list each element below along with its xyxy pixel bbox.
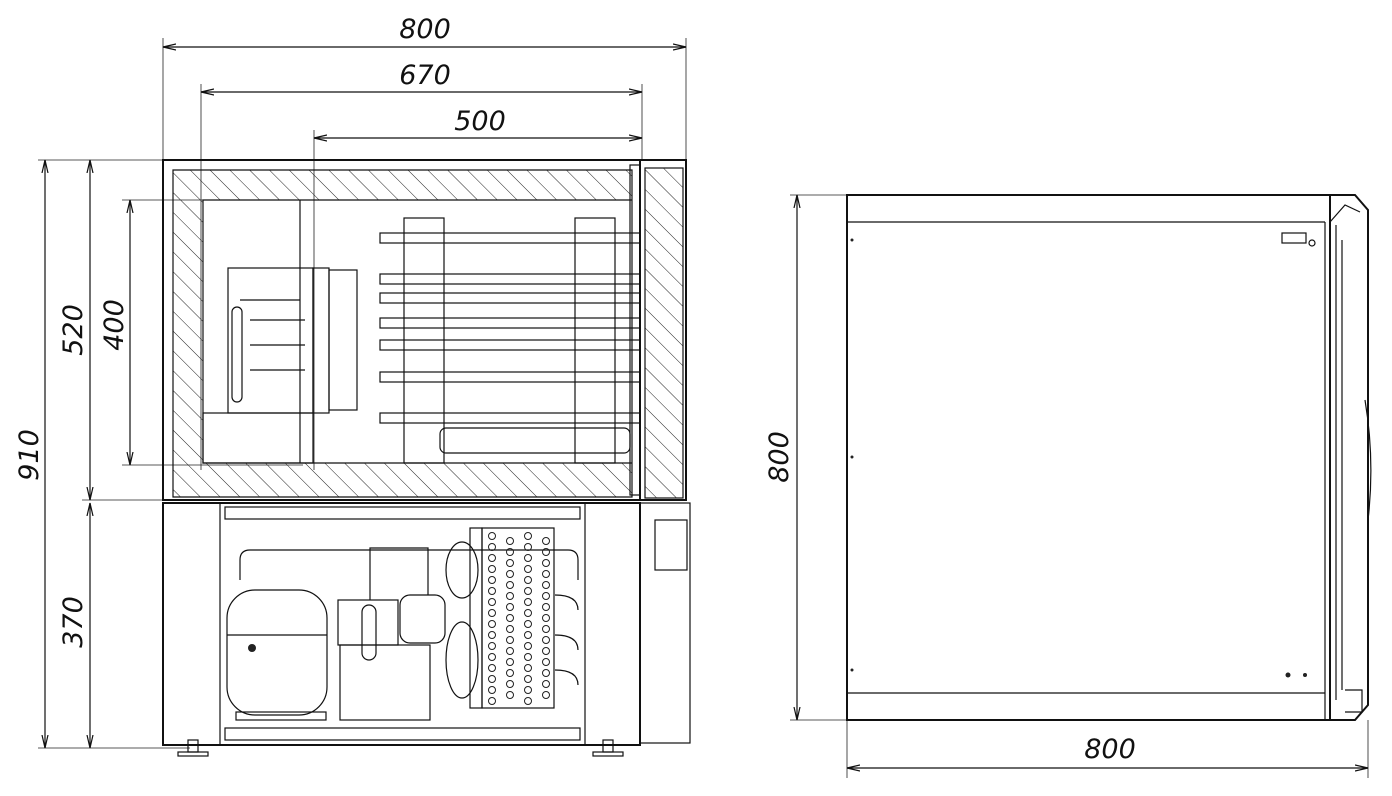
condenser-hole	[524, 642, 532, 650]
condenser-hole	[488, 565, 496, 573]
condenser-hole	[506, 647, 514, 655]
condenser-hole	[542, 636, 550, 644]
condenser	[469, 527, 555, 709]
condenser-hole	[506, 669, 514, 677]
condenser-hole	[488, 631, 496, 639]
condenser-hole	[488, 642, 496, 650]
dim-side-depth-800: 800	[1084, 734, 1136, 765]
condenser-hole	[524, 631, 532, 639]
condenser-hole	[488, 543, 496, 551]
dimension-lines	[45, 47, 686, 748]
condenser-fan	[445, 541, 479, 699]
condenser-hole	[488, 653, 496, 661]
condenser-tubes	[239, 549, 579, 686]
condenser-hole	[542, 614, 550, 622]
door-profile	[1330, 194, 1369, 721]
condenser-hole	[542, 691, 550, 699]
dim-height-520: 520	[58, 304, 89, 356]
chamber	[162, 159, 687, 501]
condenser-hole	[506, 614, 514, 622]
door-section	[644, 167, 684, 499]
condenser-hole	[524, 653, 532, 661]
condenser-hole	[506, 592, 514, 600]
condenser-hole	[506, 636, 514, 644]
condenser-hole	[524, 609, 532, 617]
dim-width-670: 670	[399, 60, 451, 91]
condenser-hole	[506, 691, 514, 699]
condenser-hole	[524, 620, 532, 628]
condenser-hole	[542, 603, 550, 611]
condenser-hole	[488, 576, 496, 584]
dim-height-370: 370	[58, 596, 89, 648]
dim-width-800: 800	[399, 14, 451, 45]
condenser-hole	[488, 675, 496, 683]
condenser-hole	[524, 675, 532, 683]
condenser-hole	[542, 570, 550, 578]
condenser-hole	[506, 603, 514, 611]
condenser-hole	[506, 570, 514, 578]
condenser-hole	[506, 548, 514, 556]
dim-width-500: 500	[454, 106, 506, 137]
condenser-hole	[524, 532, 532, 540]
condenser-hole	[506, 537, 514, 545]
condenser-hole	[506, 559, 514, 567]
condenser-hole	[488, 686, 496, 694]
condenser-hole	[542, 581, 550, 589]
side-view: 800 800	[764, 194, 1372, 778]
condenser-hole	[542, 559, 550, 567]
condenser-hole	[524, 686, 532, 694]
condenser-hole	[488, 620, 496, 628]
condenser-hole	[542, 548, 550, 556]
controller	[337, 547, 446, 721]
condenser-hole	[542, 658, 550, 666]
condenser-hole	[488, 697, 496, 705]
condenser-hole	[542, 537, 550, 545]
condenser-hole	[488, 587, 496, 595]
dim-side-height-800: 800	[764, 431, 795, 483]
condenser-hole	[524, 543, 532, 551]
condenser-hole	[488, 598, 496, 606]
condenser-hole	[542, 669, 550, 677]
condenser-hole	[488, 554, 496, 562]
dim-height-910: 910	[14, 429, 45, 481]
machine-compartment	[162, 502, 691, 757]
condenser-hole	[506, 625, 514, 633]
dim-height-400: 400	[99, 299, 130, 351]
condenser-hole	[488, 532, 496, 540]
cabinet-side	[846, 194, 1331, 721]
condenser-hole	[506, 680, 514, 688]
evaporator	[202, 200, 358, 464]
condenser-hole	[524, 554, 532, 562]
condenser-hole	[524, 587, 532, 595]
compressor	[226, 589, 328, 721]
condenser-hole	[488, 609, 496, 617]
condenser-hole	[524, 576, 532, 584]
condenser-hole	[524, 664, 532, 672]
condenser-hole	[542, 680, 550, 688]
condenser-hole	[488, 664, 496, 672]
condenser-hole	[506, 658, 514, 666]
condenser-hole	[542, 647, 550, 655]
front-view: 800 670 500 910 520 400 370	[14, 14, 691, 757]
tray-rack	[379, 164, 641, 496]
condenser-hole	[524, 565, 532, 573]
condenser-hole	[542, 625, 550, 633]
feet	[177, 739, 624, 757]
condenser-hole	[506, 581, 514, 589]
condenser-hole	[524, 598, 532, 606]
condenser-hole	[524, 697, 532, 705]
condenser-hole	[542, 592, 550, 600]
